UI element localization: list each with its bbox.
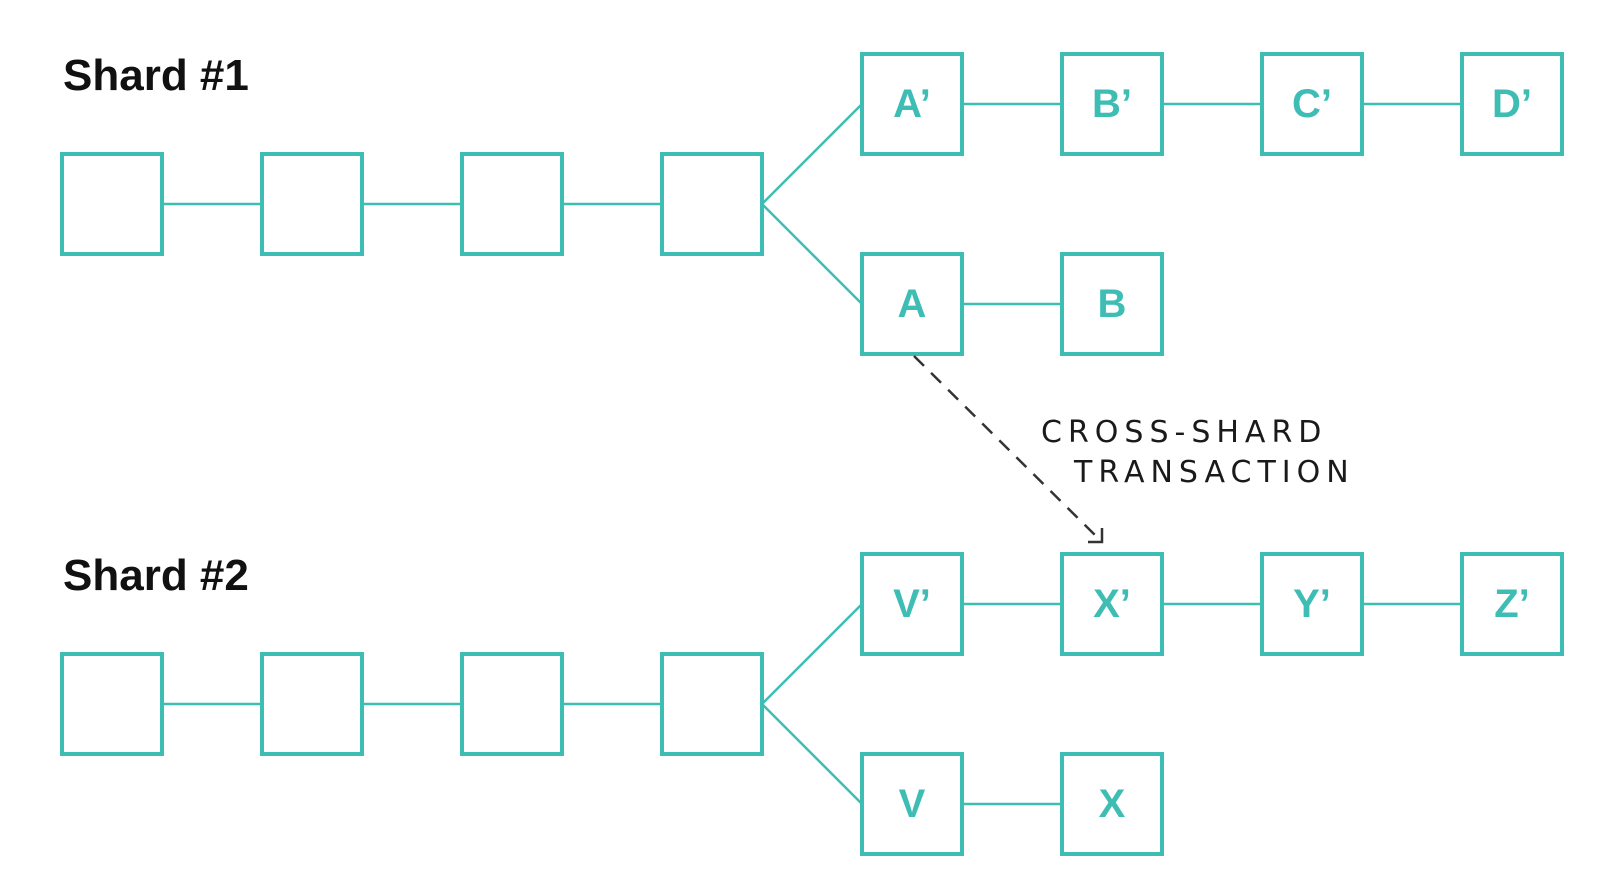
cross-shard-label-line1: CROSS-SHARD: [1041, 415, 1327, 450]
block-v-prime: [860, 552, 964, 656]
block-label: Z’: [1494, 582, 1530, 626]
block-d-prime: [1460, 52, 1564, 156]
block-b: [1060, 252, 1164, 356]
block-label: A’: [893, 82, 931, 126]
block-a: [860, 252, 964, 356]
fork-link-lower: [761, 703, 863, 805]
block-v: [860, 752, 964, 856]
block-c-prime: [1260, 52, 1364, 156]
shard-2-title: Shard #2: [63, 551, 249, 600]
block-y-prime: [1260, 552, 1364, 656]
block-label: X: [1099, 782, 1126, 826]
shard-1-title: Shard #1: [63, 51, 249, 100]
fork-link-lower: [761, 203, 863, 305]
shard-2: Shard #2 V’ X’ Y’ Z’ V X: [60, 551, 1564, 856]
cross-shard-label-line2: TRANSACTION: [1073, 455, 1355, 490]
block-label: V: [899, 782, 926, 826]
block-empty: [460, 152, 564, 256]
fork-link-upper: [761, 603, 863, 705]
block-empty: [260, 152, 364, 256]
block-x-prime: [1060, 552, 1164, 656]
block-empty: [60, 652, 164, 756]
block-z-prime: [1460, 552, 1564, 656]
block-a-prime: [860, 52, 964, 156]
block-empty: [60, 152, 164, 256]
block-x: [1060, 752, 1164, 856]
arrowhead-icon: [1088, 528, 1104, 544]
block-label: A: [898, 282, 927, 326]
block-empty: [660, 152, 764, 256]
block-b-prime: [1060, 52, 1164, 156]
block-label: V’: [893, 582, 931, 626]
block-label: Y’: [1293, 582, 1331, 626]
block-empty: [460, 652, 564, 756]
cross-shard-arrow: [913, 355, 1098, 538]
block-empty: [260, 652, 364, 756]
block-label: C’: [1292, 82, 1332, 126]
cross-shard-transaction: CROSS-SHARD TRANSACTION: [913, 355, 1355, 544]
block-label: B: [1098, 282, 1127, 326]
block-label: B’: [1092, 82, 1132, 126]
block-label: X’: [1093, 582, 1131, 626]
block-label: D’: [1492, 82, 1532, 126]
shard-1: Shard #1 A’ B’ C’ D’ A B: [60, 51, 1564, 356]
fork-link-upper: [761, 103, 863, 205]
block-empty: [660, 652, 764, 756]
